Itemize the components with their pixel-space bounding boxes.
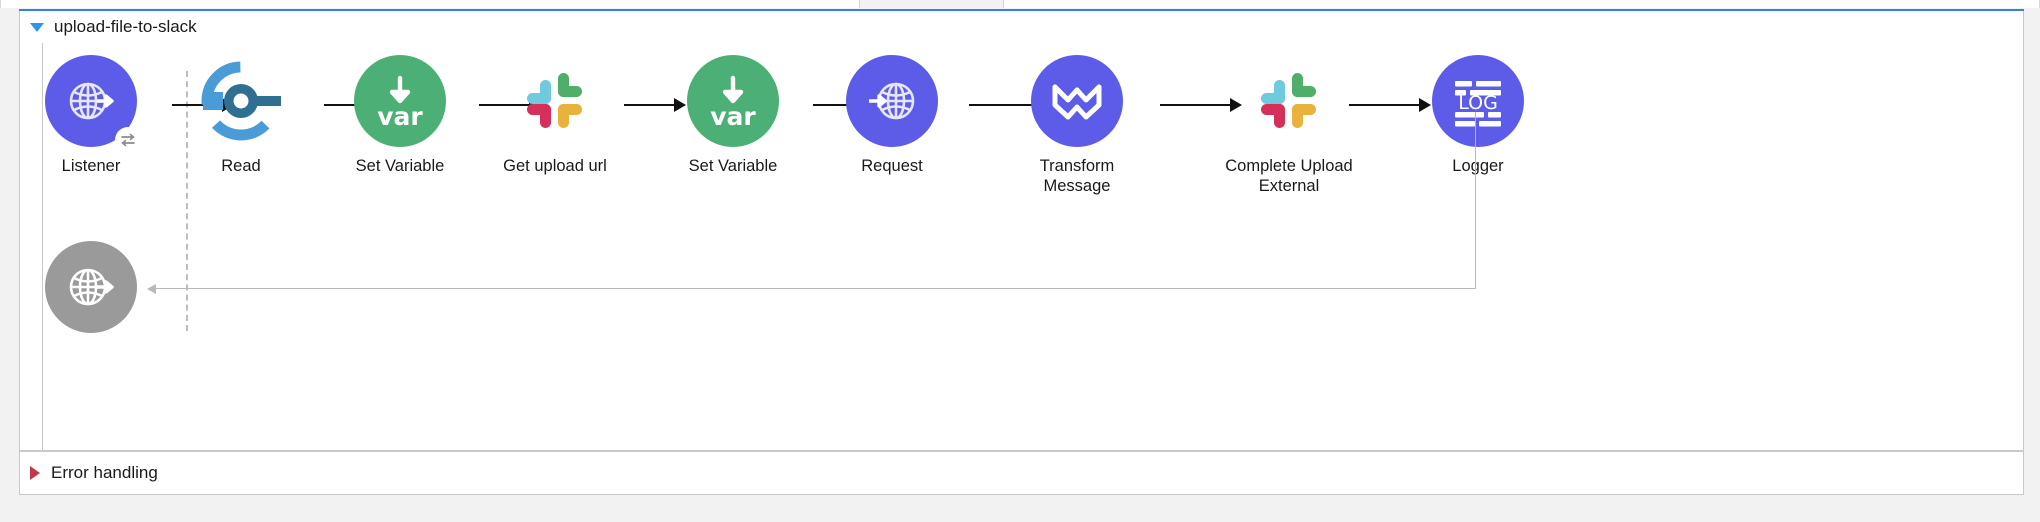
editor-tab-right[interactable] [1003, 0, 2040, 8]
flow-header[interactable]: upload-file-to-slack [20, 11, 197, 43]
set-variable-icon: var [710, 75, 756, 131]
set-variable-2-label: Set Variable [688, 157, 778, 175]
log-icon: LOG [1455, 81, 1501, 127]
editor-tab-strip [0, 0, 2040, 8]
connector-complete-to-logger [1349, 96, 1431, 114]
flow-node-set-variable-1[interactable]: var Set Variable [310, 55, 490, 176]
globe-in-arrow-icon [869, 82, 915, 120]
flow-node-listener[interactable]: Listener [1, 55, 181, 176]
set-variable-1-icon-text: var [377, 102, 423, 131]
request-label: Request [861, 157, 923, 175]
listener-circle[interactable] [45, 55, 141, 153]
file-connector-icon [201, 61, 281, 141]
set-variable-2-icon-text: var [710, 102, 756, 131]
return-path-arrowhead [147, 284, 156, 294]
error-handling-bar[interactable]: Error handling [19, 451, 2024, 495]
editor-tab-left[interactable] [0, 0, 860, 8]
globe-out-arrow-icon [69, 82, 114, 120]
flow-node-request[interactable]: Request [802, 55, 982, 176]
connector-transform-to-complete [1160, 96, 1242, 114]
logger-label: Logger [1452, 157, 1504, 175]
listener-label: Listener [61, 157, 121, 175]
triangle-right-icon[interactable] [30, 466, 40, 480]
listener-exchange-badge [115, 127, 141, 153]
exchange-arrows-icon [121, 133, 135, 147]
transform-message-circle[interactable] [1031, 55, 1123, 147]
flow-spine [42, 43, 43, 451]
source-process-divider [186, 71, 188, 331]
dataweave-icon [1052, 84, 1102, 120]
set-variable-2-circle[interactable]: var [687, 55, 779, 147]
get-upload-url-circle[interactable] [509, 55, 601, 147]
response-circle[interactable] [45, 241, 137, 333]
get-upload-url-label: Get upload url [503, 157, 607, 175]
complete-upload-external-circle[interactable] [1243, 55, 1335, 147]
flow-node-response[interactable] [1, 241, 181, 342]
read-label: Read [221, 157, 261, 175]
slack-icon [527, 73, 582, 128]
set-variable-1-circle[interactable]: var [354, 55, 446, 147]
connector-geturl-to-setvar2 [624, 96, 686, 114]
triangle-down-icon[interactable] [30, 22, 44, 32]
flow-node-read[interactable]: Read [151, 55, 331, 176]
flow-node-get-upload-url[interactable]: Get upload url [465, 55, 645, 176]
flow-node-set-variable-2[interactable]: var Set Variable [643, 55, 823, 176]
set-variable-icon: var [377, 75, 423, 131]
flow-title: upload-file-to-slack [54, 17, 197, 36]
flow-panel: upload-file-to-slack [19, 11, 2024, 451]
logger-icon-text: LOG [1458, 92, 1498, 114]
flow-node-transform-message[interactable]: Transform Message [987, 55, 1167, 196]
slack-icon [1261, 73, 1316, 128]
request-circle[interactable] [846, 55, 938, 147]
flow-node-logger[interactable]: LOG Logger [1388, 55, 1568, 176]
read-circle[interactable] [195, 55, 287, 147]
transform-message-label: Transform Message [1039, 157, 1115, 195]
complete-upload-external-label: Complete Upload External [1225, 157, 1353, 195]
globe-out-arrow-icon [69, 268, 114, 306]
flow-node-complete-upload-external[interactable]: Complete Upload External [1199, 55, 1379, 196]
error-handling-title: Error handling [51, 463, 158, 482]
logger-circle[interactable]: LOG [1432, 55, 1524, 147]
return-path-horizontal [155, 288, 1476, 289]
return-path-vertical [1475, 112, 1476, 289]
set-variable-1-label: Set Variable [355, 157, 445, 175]
flow-accent-bar [19, 9, 2024, 12]
